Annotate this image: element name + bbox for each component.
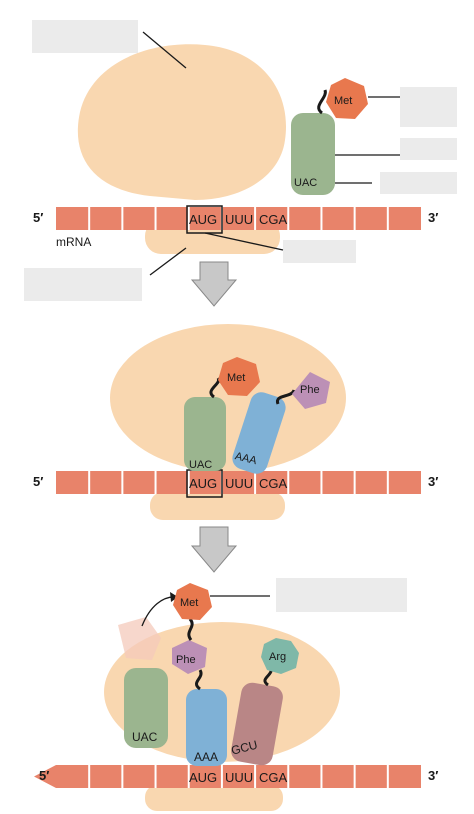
amino-acid-arg: Arg bbox=[269, 651, 286, 663]
panel-elongation: 5′ 3′ AUG UUU CGA UAC Met AAA Phe bbox=[33, 324, 438, 520]
met-amino-acid bbox=[326, 78, 368, 119]
trna-aaa bbox=[186, 689, 227, 766]
codon-aug: AUG bbox=[189, 476, 217, 491]
start-codon-box bbox=[186, 205, 223, 234]
label-box-large-subunit bbox=[32, 20, 138, 53]
three-prime-label: 3′ bbox=[428, 210, 438, 225]
mrna-label: mRNA bbox=[56, 235, 91, 249]
label-box-codon bbox=[283, 240, 356, 263]
codon-uuu: UUU bbox=[225, 476, 253, 491]
label-box-peptide-bond bbox=[276, 578, 407, 612]
phe-amino-acid bbox=[172, 640, 207, 674]
ribosome-large-subunit bbox=[77, 44, 287, 200]
codon-cga: CGA bbox=[259, 770, 288, 785]
three-prime-label: 3′ bbox=[428, 768, 438, 783]
mrna-strand bbox=[56, 207, 421, 230]
anticodon-uac: UAC bbox=[294, 177, 317, 189]
ribosome-small-subunit bbox=[150, 492, 285, 520]
label-box-small-subunit bbox=[24, 268, 142, 301]
amino-acid-met: Met bbox=[227, 372, 245, 384]
codon-cga: CGA bbox=[259, 476, 288, 491]
mrna-direction-arrow bbox=[34, 765, 56, 788]
amino-acid-phe: Phe bbox=[300, 384, 320, 396]
arg-amino-acid bbox=[261, 638, 299, 674]
phe-amino-acid bbox=[292, 372, 330, 409]
trna-link bbox=[195, 669, 203, 691]
amino-acid-met: Met bbox=[334, 95, 352, 107]
trna-uac bbox=[124, 668, 168, 748]
anticodon-aaa: AAA bbox=[234, 450, 259, 467]
five-prime-label: 5′ bbox=[33, 210, 43, 225]
released-amino-acid bbox=[118, 617, 161, 660]
mrna-bar bbox=[56, 471, 421, 494]
ribosome-small-subunit bbox=[145, 785, 283, 811]
trna-aaa bbox=[232, 392, 286, 474]
five-prime-label: 5′ bbox=[39, 768, 49, 783]
met-amino-acid bbox=[173, 583, 212, 620]
leader-line bbox=[149, 247, 187, 276]
amino-acid-met: Met bbox=[180, 597, 198, 609]
codon-aug: AUG bbox=[189, 770, 217, 785]
met-amino-acid bbox=[218, 357, 260, 396]
mrna-bar bbox=[56, 207, 421, 230]
peptide-bond bbox=[187, 618, 194, 641]
anticodon-gcu: GCU bbox=[230, 738, 259, 758]
codon-cga: CGA bbox=[259, 212, 288, 227]
anticodon-uac: UAC bbox=[132, 730, 158, 744]
label-box-trna bbox=[400, 138, 457, 160]
anticodon-uac: UAC bbox=[189, 459, 212, 471]
panel-initiation: 5′ 3′ AUG UUU CGA mRNA UAC Met bbox=[24, 20, 457, 301]
mrna-bar bbox=[56, 765, 421, 788]
leader-line bbox=[204, 232, 284, 251]
down-arrow-icon bbox=[190, 261, 238, 307]
panel-translocation: 5′ 3′ AUG UUU CGA UAC AAA Phe Met GCU Ar… bbox=[34, 578, 438, 811]
mrna-strand bbox=[56, 471, 421, 494]
codon-uuu: UUU bbox=[225, 212, 253, 227]
label-box-amino-acid bbox=[400, 87, 457, 127]
label-box-anticodon bbox=[380, 172, 457, 194]
amino-acid-phe: Phe bbox=[176, 654, 196, 666]
codon-uuu: UUU bbox=[225, 770, 253, 785]
mrna-strand bbox=[34, 765, 421, 788]
trna-uac bbox=[184, 397, 226, 471]
anticodon-aaa: AAA bbox=[194, 750, 218, 764]
three-prime-label: 3′ bbox=[428, 474, 438, 489]
arrowhead bbox=[170, 592, 178, 602]
codon-aug: AUG bbox=[189, 212, 217, 227]
trna-uac bbox=[291, 113, 335, 195]
trna-link bbox=[317, 89, 327, 115]
ribosome-large-subunit bbox=[110, 324, 346, 472]
trna-link bbox=[275, 389, 296, 405]
down-arrow-icon bbox=[190, 526, 238, 573]
leader-line bbox=[142, 31, 187, 69]
trna-gcu bbox=[231, 682, 283, 766]
five-prime-label: 5′ bbox=[33, 474, 43, 489]
